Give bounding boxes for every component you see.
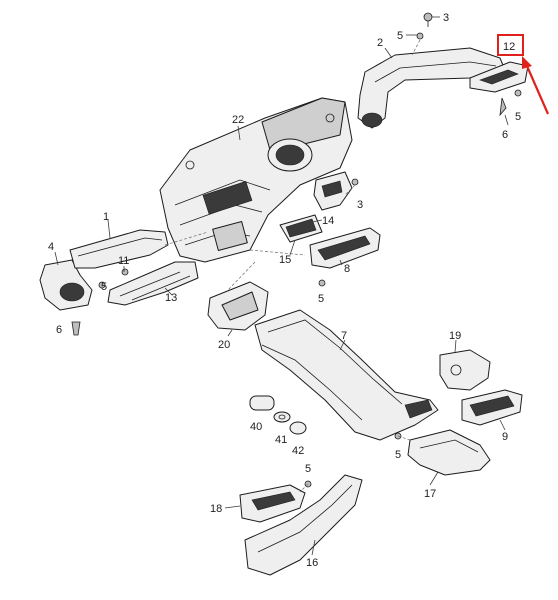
part-13-bracket <box>107 261 199 306</box>
leader-lines <box>54 16 509 556</box>
callout-18: 18 <box>210 503 222 515</box>
callout-3-top: 3 <box>443 12 449 24</box>
callout-41: 41 <box>275 434 287 446</box>
highlight-callout-12: 12 <box>497 34 550 115</box>
callout-14: 14 <box>322 215 334 227</box>
part-9-vent <box>461 389 523 426</box>
bracket-near-housing <box>313 171 353 211</box>
part-4-left-duct <box>39 259 93 311</box>
part-2-upper-duct <box>357 47 506 129</box>
part-16-duct <box>244 474 363 576</box>
callout-8: 8 <box>344 263 350 275</box>
callout-16: 16 <box>306 557 318 569</box>
callout-5-right: 5 <box>515 111 521 123</box>
callout-22: 22 <box>232 114 244 126</box>
callout-5-left: 5 <box>101 281 107 293</box>
highlight-arrow-shaft <box>525 65 550 115</box>
callout-17: 17 <box>424 488 436 500</box>
callout-42: 42 <box>292 445 304 457</box>
part-1-left-duct <box>69 229 169 269</box>
part-18-bracket <box>239 484 306 523</box>
highlight-box <box>497 34 524 56</box>
callout-3-mid: 3 <box>357 199 363 211</box>
part-12-vent <box>469 61 529 93</box>
callout-11: 11 <box>118 255 129 267</box>
callouts: 3 5 2 5 6 22 3 1 14 4 11 15 8 5 13 5 6 7… <box>48 12 521 569</box>
callout-1: 1 <box>103 211 109 223</box>
callout-6-right: 6 <box>502 129 508 141</box>
callout-15: 15 <box>279 254 291 266</box>
part-7-center-duct <box>254 309 439 441</box>
callout-5-top: 5 <box>397 30 403 42</box>
part-19-bracket <box>439 349 491 391</box>
callout-4: 4 <box>48 241 54 253</box>
part-17-duct <box>407 429 491 476</box>
part-22-housing <box>159 97 353 263</box>
callout-40: 40 <box>250 421 262 433</box>
part-14-15-vent <box>279 214 323 243</box>
callout-12: 12 <box>503 41 515 53</box>
callout-7: 7 <box>341 330 347 342</box>
callout-9: 9 <box>502 431 508 443</box>
part-8-vent <box>309 227 381 269</box>
callout-19: 19 <box>449 330 461 342</box>
callout-5-mid: 5 <box>318 293 324 305</box>
callout-6-left: 6 <box>56 324 62 336</box>
callout-5-lowright: 5 <box>395 449 401 461</box>
assembly-lines <box>164 39 421 493</box>
callout-5-bottom: 5 <box>305 463 311 475</box>
part-42-cap <box>289 421 307 435</box>
screw-fasteners <box>71 12 522 488</box>
highlight-arrow-head <box>522 56 532 69</box>
callout-20: 20 <box>218 339 230 351</box>
part-41-grommet <box>273 411 291 423</box>
callout-13: 13 <box>165 292 177 304</box>
part-40-plug <box>249 395 275 411</box>
callout-2: 2 <box>377 37 383 49</box>
part-20-bracket <box>207 281 269 331</box>
